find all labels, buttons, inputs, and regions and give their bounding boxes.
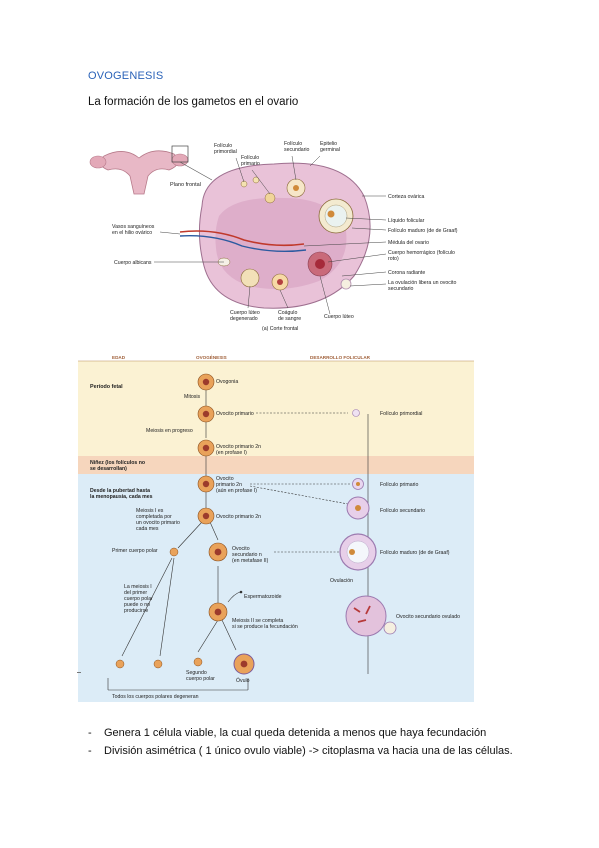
page-margin-mark (77, 672, 81, 673)
label-primer-cuerpo-polar: Primer cuerpo polar (112, 548, 158, 554)
bullet-item: - Genera 1 célula viable, la cual queda … (88, 724, 528, 742)
label-todos-degeneran: Todos los cuerpos polares degeneran (112, 694, 199, 700)
label-corona-radiante: Corona radiante (388, 270, 425, 276)
label-foliculo-maduro: Folículo maduro (de de Graaf) (388, 228, 458, 234)
label-mitosis: Mitosis (184, 394, 201, 400)
label-plano-frontal: Plano frontal (170, 182, 201, 188)
ovary-diagram: Plano frontal (89, 141, 458, 332)
header-desarrollo: DESARROLLO FOLICULAR (310, 355, 371, 360)
page-heading: OVOGENESIS (88, 70, 164, 82)
label-foliculo-secundario-b: Folículo secundario (380, 508, 425, 514)
stage-fetal: Período fetal (90, 384, 123, 390)
header-edad: EDAD (112, 355, 126, 360)
uterus-illustration (89, 145, 189, 195)
label-ovocito-ovulado: Ovocito secundario ovulado (396, 614, 460, 620)
label-ovulacion: Ovulación (330, 578, 353, 584)
page-subtitle: La formación de los gametos en el ovario (88, 96, 299, 108)
bullet-dash: - (88, 745, 92, 757)
label-corteza-ovarica: Corteza ovárica (388, 194, 424, 200)
figure-a-caption: (a) Corte frontal (262, 326, 298, 332)
oogenesis-flowchart: EDAD OVOGÉNESIS DESARROLLO FOLICULAR Per… (78, 352, 474, 702)
label-cuerpo-albicans: Cuerpo albicans (114, 260, 152, 266)
label-ovogonia: Ovogonia (216, 379, 238, 385)
label-medula: Médula del ovario (388, 240, 429, 246)
label-foliculo-primordial-b: Folículo primordial (380, 411, 422, 417)
header-ovogenesis: OVOGÉNESIS (196, 353, 227, 360)
follicle-primordial (352, 409, 360, 417)
label-ovocito-primario-2n: Ovocito primario 2n (216, 514, 261, 520)
bullet-text: División asimétrica ( 1 único ovulo viab… (104, 745, 513, 757)
label-meiosis-progreso: Meiosis en progreso (146, 428, 193, 434)
ovary-section (179, 162, 371, 309)
label-ovocito-primario: Ovocito primario (216, 411, 254, 417)
bullet-list: - Genera 1 célula viable, la cual queda … (88, 724, 528, 760)
label-foliculo-maduro-b: Folículo maduro (de de Graaf) (380, 550, 450, 556)
label-foliculo-primario-b: Folículo primario (380, 482, 418, 488)
bullet-dash: - (88, 727, 92, 739)
label-espermatozoide: Espermatozoide (244, 594, 282, 600)
label-cuerpo-luteo: Cuerpo lúteo (324, 314, 354, 320)
bullet-text: Genera 1 célula viable, la cual queda de… (104, 727, 487, 739)
bullet-item: - División asimétrica ( 1 único ovulo vi… (88, 742, 528, 760)
label-ovocito-2n: Ovocito primario 2n(en profase I) (216, 444, 261, 456)
label-ovulo: Óvulo (236, 677, 250, 684)
label-liquido-folicular: Líquido folicular (388, 218, 425, 224)
